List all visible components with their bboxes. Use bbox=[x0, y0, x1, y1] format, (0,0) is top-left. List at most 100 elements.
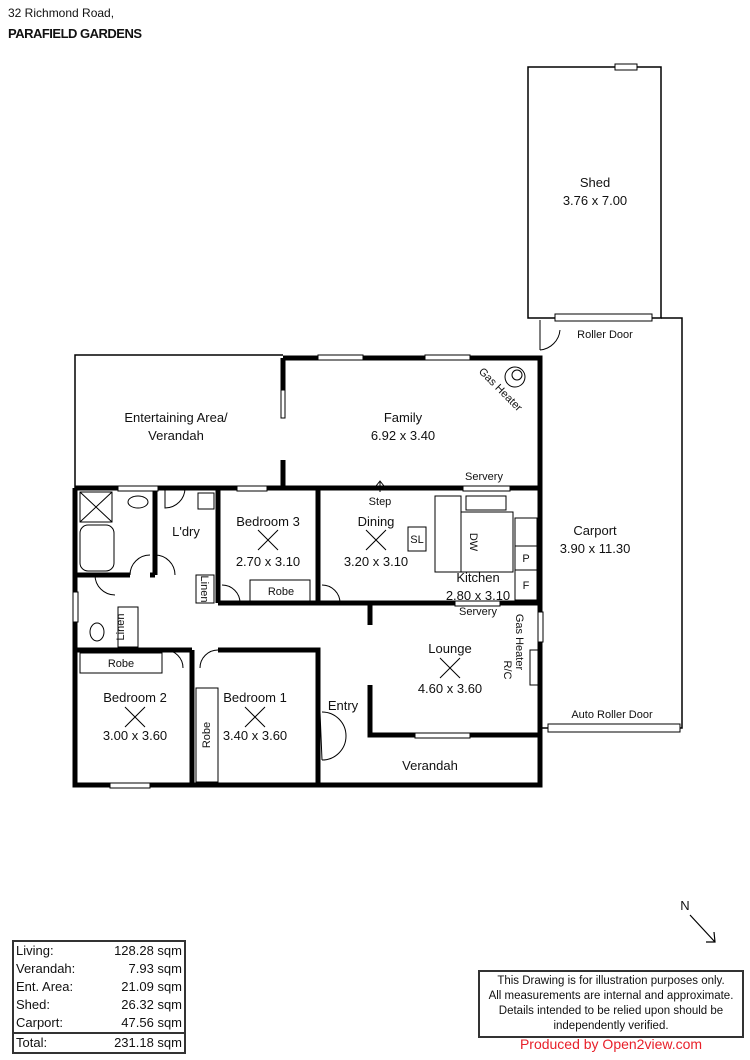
shed-label: Shed bbox=[580, 175, 610, 190]
robe-cupboard bbox=[79, 652, 163, 674]
cooktop bbox=[514, 517, 538, 547]
sl-label: SL bbox=[410, 534, 423, 546]
ceiling-fan-icon bbox=[439, 657, 461, 679]
area-label: Ent. Area: bbox=[16, 979, 74, 994]
sink bbox=[465, 495, 507, 511]
step-label: Step bbox=[369, 496, 392, 508]
disclaimer-line: This Drawing is for illustration purpose… bbox=[497, 975, 725, 987]
gas-heater-label: Gas Heater bbox=[476, 366, 524, 414]
ceiling-fan-icon bbox=[257, 529, 279, 551]
door bbox=[199, 649, 219, 669]
toilet bbox=[89, 622, 105, 642]
gas-heater-icon bbox=[504, 366, 526, 388]
laundry-label: L'dry bbox=[172, 524, 200, 539]
carport-label: Carport bbox=[573, 523, 617, 538]
linen-cupboard bbox=[195, 574, 215, 604]
kitchen-label: Kitchen bbox=[456, 570, 499, 585]
window bbox=[117, 485, 159, 492]
kitchen-bench bbox=[434, 495, 462, 573]
ceiling-fan-icon bbox=[244, 706, 266, 728]
linen2-label: Linen bbox=[115, 614, 127, 641]
dining-size: 3.20 x 3.10 bbox=[344, 554, 408, 569]
fridge bbox=[514, 569, 538, 601]
servery-top-label: Servery bbox=[465, 471, 503, 483]
north-arrow-icon bbox=[689, 914, 716, 943]
auto-roller-door bbox=[547, 723, 681, 733]
area-row: Carport:47.56 sqm bbox=[14, 1014, 184, 1032]
gas-heater-rc-label-1: Gas Heater bbox=[513, 614, 525, 671]
ceiling-fan-icon bbox=[124, 706, 146, 728]
dw-label: DW bbox=[467, 533, 479, 552]
shed-door bbox=[539, 320, 561, 351]
area-value: 26.32 sqm bbox=[121, 997, 182, 1012]
area-summary-table: Living:128.28 sqm Verandah:7.93 sqm Ent.… bbox=[12, 940, 186, 1054]
robe1-label: Robe bbox=[201, 722, 213, 748]
door bbox=[94, 574, 116, 596]
house-outer-walls bbox=[72, 485, 543, 788]
verandah-label: Verandah bbox=[402, 758, 458, 773]
bedroom3-size: 2.70 x 3.10 bbox=[236, 554, 300, 569]
north-label: N bbox=[680, 898, 689, 913]
window bbox=[537, 611, 544, 643]
disclaimer-line: All measurements are internal and approx… bbox=[488, 990, 734, 1002]
area-value: 47.56 sqm bbox=[121, 1015, 182, 1030]
area-row: Living:128.28 sqm bbox=[14, 942, 184, 960]
lounge-size: 4.60 x 3.60 bbox=[418, 681, 482, 696]
area-total-row: Total: 231.18 sqm bbox=[14, 1032, 184, 1052]
area-value: 128.28 sqm bbox=[114, 943, 182, 958]
robe-cupboard bbox=[195, 687, 219, 783]
family-size: 6.92 x 3.40 bbox=[371, 428, 435, 443]
auto-roller-door-label: Auto Roller Door bbox=[571, 709, 653, 721]
area-label: Shed: bbox=[16, 997, 50, 1012]
entertaining-label-2: Verandah bbox=[148, 428, 204, 443]
shed-roller-door bbox=[554, 313, 653, 322]
robe-cupboard bbox=[249, 579, 311, 603]
disclaimer-line: independently verified. bbox=[553, 1020, 669, 1032]
window bbox=[280, 389, 286, 419]
robe2-label: Robe bbox=[108, 658, 134, 670]
shed-size: 3.76 x 7.00 bbox=[563, 193, 627, 208]
roller-door-label: Roller Door bbox=[577, 329, 633, 341]
interior-walls bbox=[75, 488, 540, 738]
window bbox=[72, 591, 79, 623]
carport-size: 3.90 x 11.30 bbox=[560, 541, 631, 556]
gas-heater-rc-label-2: R/C bbox=[501, 661, 513, 680]
servery-counter bbox=[462, 485, 511, 492]
door bbox=[164, 487, 186, 509]
bath bbox=[79, 524, 115, 572]
kitchen-size: 2.80 x 3.10 bbox=[446, 588, 510, 603]
robe3-label: Robe bbox=[268, 586, 294, 598]
door bbox=[129, 554, 151, 576]
entry-label: Entry bbox=[328, 698, 359, 713]
window bbox=[109, 782, 151, 789]
address-line1: 32 Richmond Road, bbox=[8, 6, 115, 20]
entry-door bbox=[319, 711, 347, 761]
family-label: Family bbox=[384, 410, 423, 425]
door bbox=[321, 584, 341, 604]
area-row: Verandah:7.93 sqm bbox=[14, 960, 184, 978]
entertaining-outline bbox=[74, 354, 283, 488]
bedroom1-label: Bedroom 1 bbox=[223, 690, 287, 705]
window bbox=[236, 485, 268, 492]
bedroom2-size: 3.00 x 3.60 bbox=[103, 728, 167, 743]
entertaining-label-1: Entertaining Area/ bbox=[124, 410, 228, 425]
linen-cupboard bbox=[117, 606, 139, 648]
bedroom2-label: Bedroom 2 bbox=[103, 690, 167, 705]
bedroom1-size: 3.40 x 3.60 bbox=[223, 728, 287, 743]
total-value: 231.18 sqm bbox=[114, 1035, 182, 1050]
shed-window bbox=[614, 63, 638, 71]
area-row: Shed: 26.32 sqm bbox=[14, 996, 184, 1014]
kitchen-island bbox=[460, 511, 514, 573]
lounge-label: Lounge bbox=[428, 641, 471, 656]
window bbox=[317, 354, 364, 361]
door bbox=[221, 584, 241, 604]
area-value: 21.09 sqm bbox=[121, 979, 182, 994]
bedroom3-label: Bedroom 3 bbox=[236, 514, 300, 529]
area-label: Verandah: bbox=[16, 961, 76, 976]
area-row: Ent. Area: 21.09 sqm bbox=[14, 978, 184, 996]
dining-label: Dining bbox=[358, 514, 395, 529]
total-label: Total: bbox=[16, 1035, 48, 1050]
produced-by-link[interactable]: Produced by Open2view.com bbox=[519, 1036, 703, 1052]
sl-box bbox=[407, 526, 427, 552]
